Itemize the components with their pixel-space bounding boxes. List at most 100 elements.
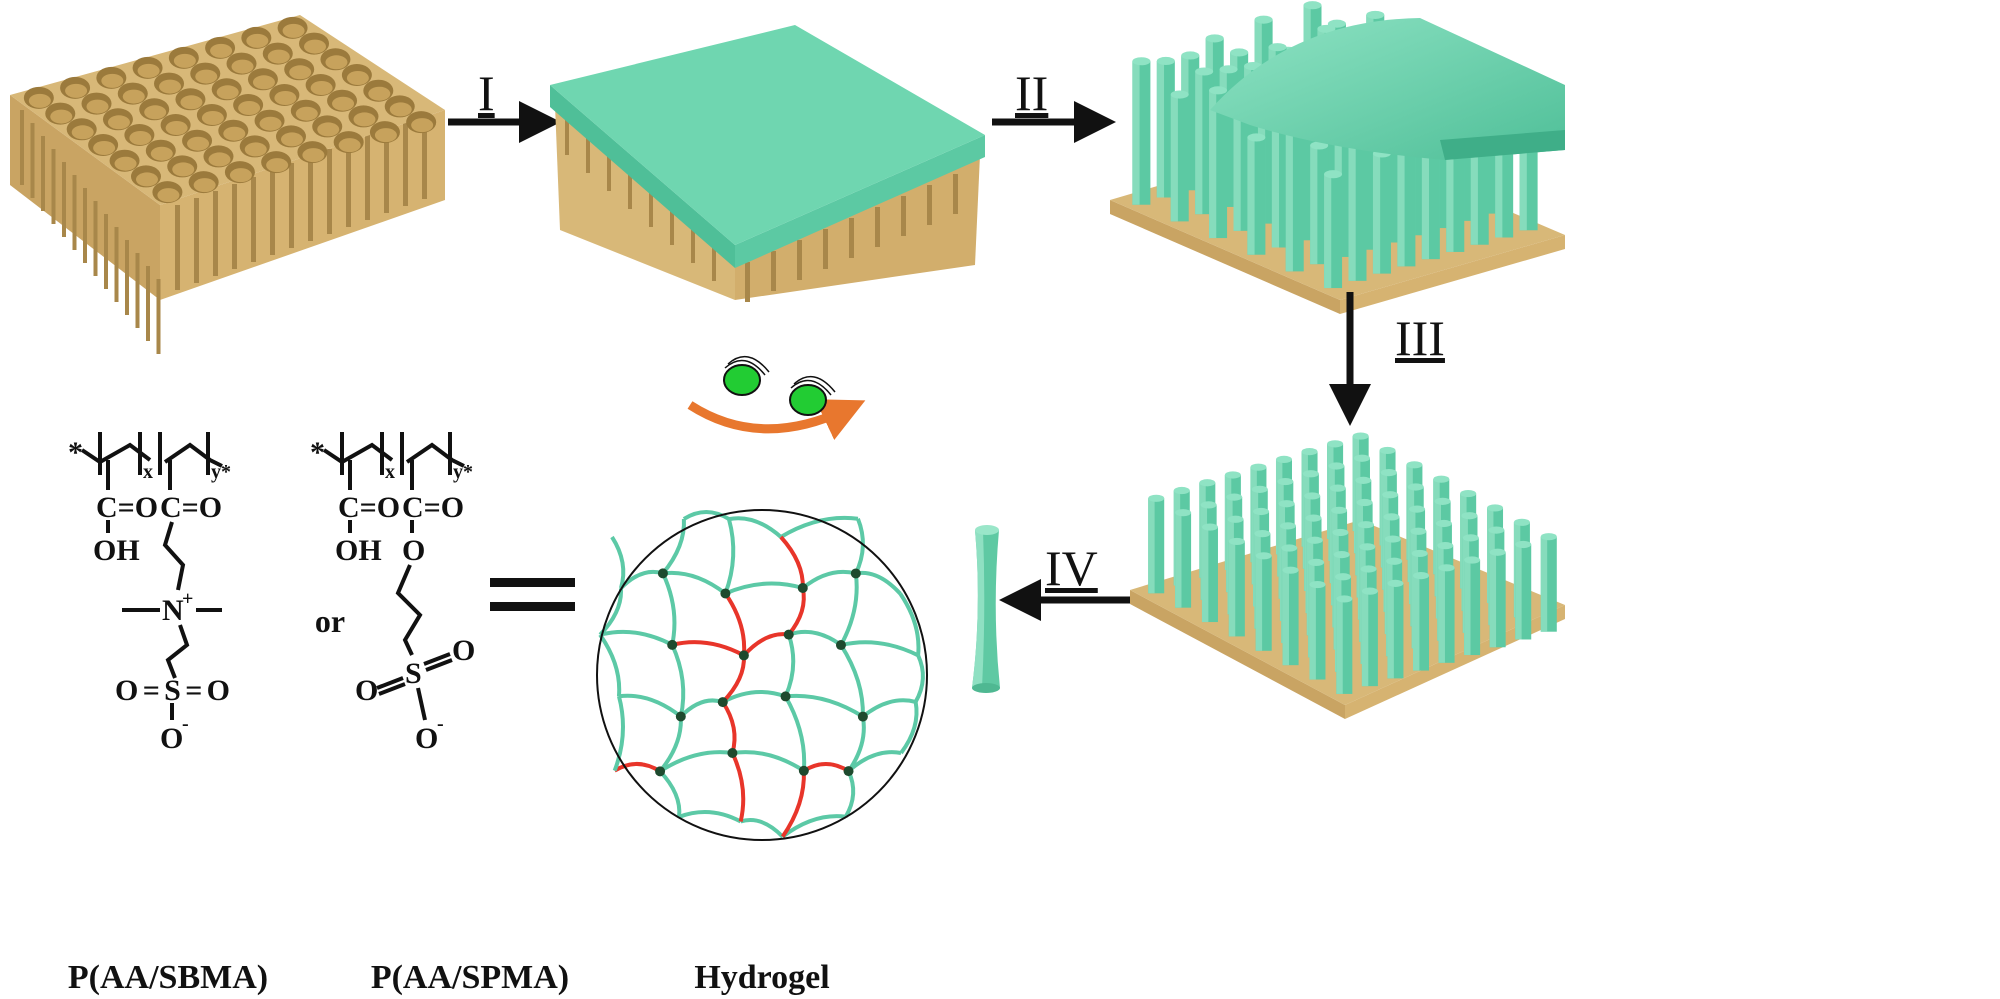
pillar-top — [1282, 566, 1299, 574]
pore-bottom — [244, 142, 267, 157]
template-under-left — [555, 105, 735, 300]
subscript-y: y* — [211, 461, 231, 483]
polymer-chain — [913, 654, 925, 703]
pillar-top — [1228, 537, 1245, 546]
pore-edge — [628, 169, 632, 209]
honeycomb-template — [10, 15, 445, 354]
pore-bottom — [93, 141, 116, 155]
polymer-chain — [728, 516, 783, 539]
pore-bottom — [338, 138, 361, 153]
cell-body — [723, 364, 761, 396]
polymer-chain — [839, 573, 859, 647]
pillar-top — [1379, 446, 1396, 455]
pillar-top — [1433, 475, 1450, 483]
pillar-top — [1434, 497, 1451, 505]
pillar-highlight — [1310, 145, 1318, 265]
pore-bottom — [187, 136, 210, 151]
pillar-top — [1488, 526, 1505, 534]
carbonyl: C=O — [96, 491, 158, 524]
polymer-chain — [839, 643, 865, 717]
polymer-chain — [801, 569, 857, 590]
pore-edge — [41, 136, 45, 211]
base-right-face — [1340, 235, 1565, 314]
crosslink-node — [857, 711, 868, 722]
pillar-top — [1173, 486, 1190, 495]
pillar-top — [1247, 133, 1266, 142]
pore-edge — [327, 149, 332, 234]
polymer-chain — [783, 695, 807, 771]
motion-line — [793, 375, 836, 393]
crosslink-node — [798, 765, 809, 776]
pillar-top — [1329, 484, 1346, 492]
cell-repulsion — [687, 355, 866, 440]
pore-edge — [927, 185, 932, 225]
pore-edge — [565, 115, 569, 155]
pillar-highlight — [1421, 127, 1430, 260]
pore-bottom — [302, 148, 325, 163]
pillar-highlight — [1170, 94, 1178, 222]
base-right-face — [1345, 605, 1565, 719]
pillar-top — [1301, 448, 1318, 456]
pore-edge — [308, 156, 313, 241]
pore-edge — [289, 163, 294, 248]
pillar-top — [1255, 552, 1272, 560]
pillar-top — [1201, 523, 1218, 531]
pore-bottom — [173, 53, 196, 68]
pillar-highlight — [1209, 90, 1217, 239]
pillar-top — [1437, 542, 1454, 550]
motion-line — [727, 355, 770, 373]
pillar-top — [1328, 462, 1345, 470]
pore-bottom — [282, 23, 305, 38]
pore-edge — [30, 123, 35, 198]
pillar-top — [1279, 522, 1296, 530]
or-label: or — [315, 603, 345, 639]
pillar-top — [1281, 544, 1298, 552]
pillar-highlight — [1361, 591, 1369, 687]
pore-bottom — [137, 63, 160, 78]
pore-edge — [114, 227, 119, 302]
motion-line — [724, 359, 766, 376]
pillar-top — [1383, 513, 1400, 521]
pore-bottom — [238, 101, 261, 115]
pore-bottom — [346, 71, 369, 85]
pore-edge — [232, 184, 237, 269]
positive-charge: + — [182, 588, 193, 610]
cell-icon — [789, 375, 836, 416]
pillar-top — [1209, 86, 1228, 95]
crosslink-node — [655, 766, 666, 777]
polymer-chain — [661, 572, 677, 646]
pillar-highlight — [1247, 137, 1255, 255]
pore-bottom — [180, 95, 203, 110]
polymer-chain — [843, 770, 856, 818]
slab-top — [550, 25, 985, 245]
pillar-highlight — [1540, 536, 1548, 632]
pore-edge — [365, 135, 370, 220]
pore-bottom — [165, 121, 188, 135]
polymer-chain — [658, 750, 733, 773]
bond — [165, 624, 190, 679]
hydroxyl: OH — [335, 534, 382, 567]
backbone-bond — [163, 442, 223, 468]
pillar-highlight — [1195, 71, 1203, 215]
pore-bottom — [231, 59, 254, 74]
pillar-top — [1407, 483, 1424, 491]
hydrogel-network — [598, 510, 925, 839]
polymer-chain — [610, 535, 626, 589]
bond — [395, 564, 423, 656]
polymer-chain — [612, 695, 625, 772]
pore-bottom — [150, 146, 173, 161]
pore-edge — [83, 188, 87, 263]
pillar-top — [1540, 533, 1557, 541]
pillar-top — [1438, 564, 1455, 572]
polymer-chain — [898, 592, 921, 656]
pillar-top — [1308, 558, 1325, 566]
pore-edge — [194, 198, 199, 283]
pillar-top — [1359, 543, 1376, 551]
step-ii-label: II — [1015, 65, 1048, 121]
pore-edge — [797, 240, 802, 280]
pillar-top — [1181, 51, 1200, 60]
pillar-top — [1333, 551, 1350, 559]
pore-edge — [93, 201, 98, 276]
pillar-top — [1461, 512, 1478, 520]
pillar-top — [1380, 469, 1397, 477]
